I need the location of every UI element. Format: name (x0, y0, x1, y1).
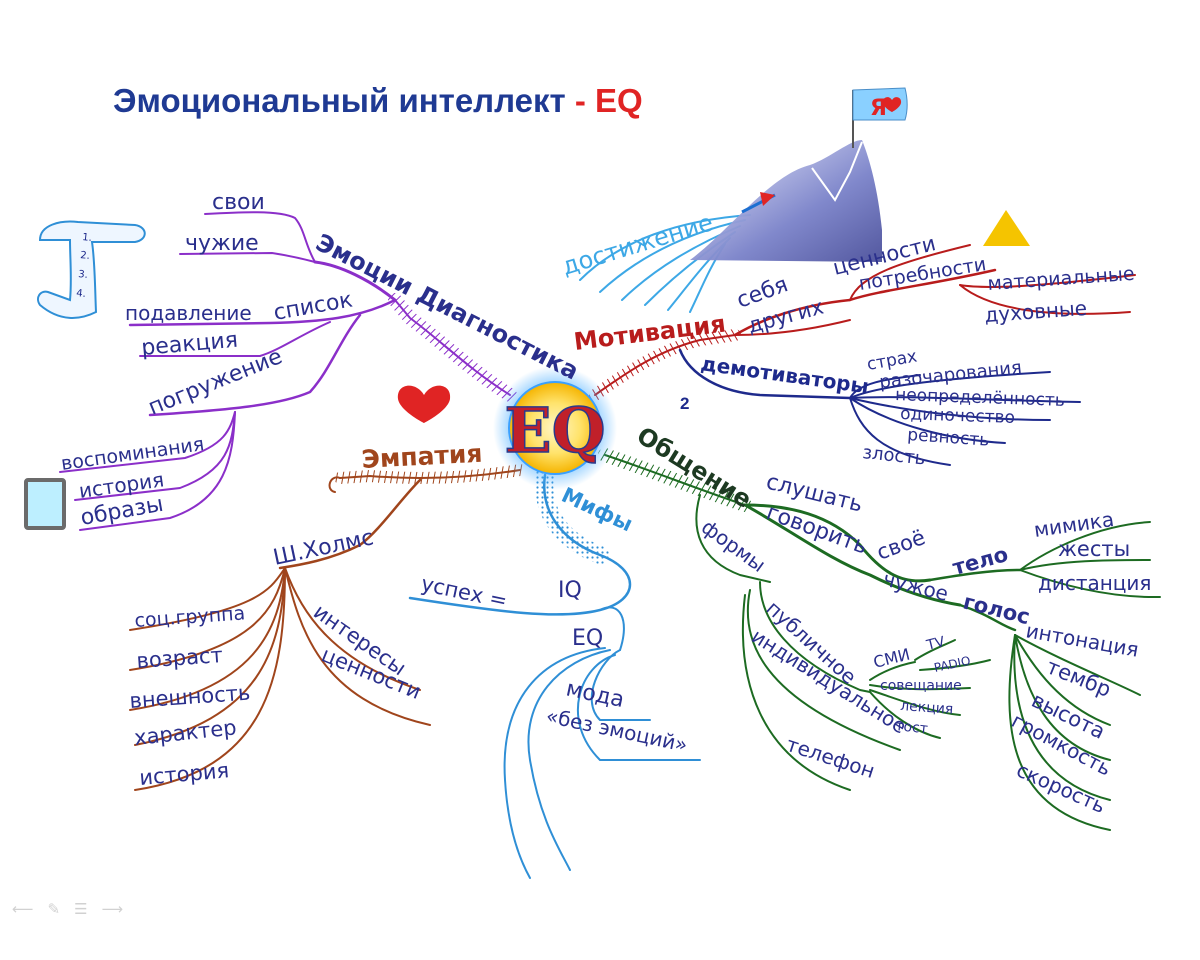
label-svoe: своё (874, 525, 929, 565)
label-smi: СМИ (871, 645, 911, 672)
triangle-icon (983, 210, 1030, 246)
label-achievement: достижение (559, 208, 717, 281)
label-iq: IQ (558, 578, 582, 603)
label-chuzhoe: чужое (881, 567, 951, 606)
center-badge (508, 381, 602, 475)
scroll-item-3: 3. (78, 269, 89, 281)
label-vneshnost: внешность (129, 681, 251, 713)
label-soc-gruppa: соц.группа (134, 602, 246, 632)
label-podavlenie: подавление (125, 301, 252, 325)
label-zhesty: жесты (1058, 537, 1130, 561)
scroll-icon: 1. 2. 3. 4. (37, 220, 146, 319)
branch-myths (408, 466, 701, 879)
label-tv: TV (924, 634, 947, 654)
label-materialnye: материальные (987, 263, 1135, 295)
label-telefon: телефон (783, 732, 877, 783)
label-vospominaniya: воспоминания (60, 433, 206, 475)
page-number: 2 (680, 394, 689, 413)
label-distanciya: дистанция (1038, 571, 1151, 595)
square-icon (24, 478, 66, 530)
label-lekciya: лекция (900, 698, 954, 718)
label-vozrast: возраст (136, 643, 224, 673)
heart-icon (397, 385, 451, 423)
label-formy: формы (697, 515, 770, 577)
label-padio: PADIO (933, 654, 972, 675)
label-tost: тост (895, 718, 929, 737)
label-svoi: свои (212, 190, 265, 215)
title-main: Эмоциональный интеллект (113, 82, 566, 119)
label-zlost: злость (861, 442, 926, 469)
label-golos: голос (961, 590, 1032, 630)
center-text: EQ (504, 394, 605, 467)
label-revnost: ревность (907, 425, 990, 451)
label-telo: тело (950, 542, 1011, 580)
label-empathy-main: Эмпатия (361, 439, 483, 474)
prev-slide-icon[interactable]: ⟵ (12, 900, 34, 918)
label-odinochestvo: одиночество (900, 404, 1016, 428)
branch-diagnostics (59, 211, 517, 531)
branch-empathy (129, 464, 526, 791)
mountain-icon (690, 140, 882, 262)
branch-demotivators (678, 348, 1081, 466)
menu-icon[interactable]: ☰ (74, 900, 88, 918)
title-dash: - (574, 82, 586, 119)
pen-icon[interactable]: ✎ (47, 900, 61, 918)
scroll-item-1: 1. (82, 232, 93, 244)
flag-icon: Я (852, 87, 908, 148)
label-eq: EQ (572, 626, 603, 651)
next-slide-icon[interactable]: ⟶ (101, 900, 124, 918)
label-holmes: Ш.Холмс (271, 525, 376, 571)
label-demotivators-main: демотиваторы (699, 351, 870, 398)
label-motivation-main: Мотивация (572, 310, 727, 356)
label-soveshchanie: совещание (880, 678, 962, 694)
title-eq: EQ (595, 82, 643, 119)
arrow-icon (741, 192, 776, 214)
branch-motivation (589, 244, 1136, 401)
label-intonaciya: интонация (1024, 618, 1140, 661)
page-title: Эмоциональный интеллект - EQ (113, 82, 643, 120)
label-harakter: характер (133, 715, 238, 750)
slide-nav: ⟵ ✎ ☰ ⟶ (12, 900, 123, 918)
label-chuzhie: чужие (185, 231, 259, 256)
label-istoriya-2: история (138, 758, 230, 790)
branch-communication (598, 448, 1161, 831)
scroll-item-4: 4. (76, 288, 87, 300)
flag-text: Я (870, 96, 887, 121)
label-duhovnye: духовные (984, 296, 1088, 327)
scroll-item-2: 2. (80, 250, 91, 262)
